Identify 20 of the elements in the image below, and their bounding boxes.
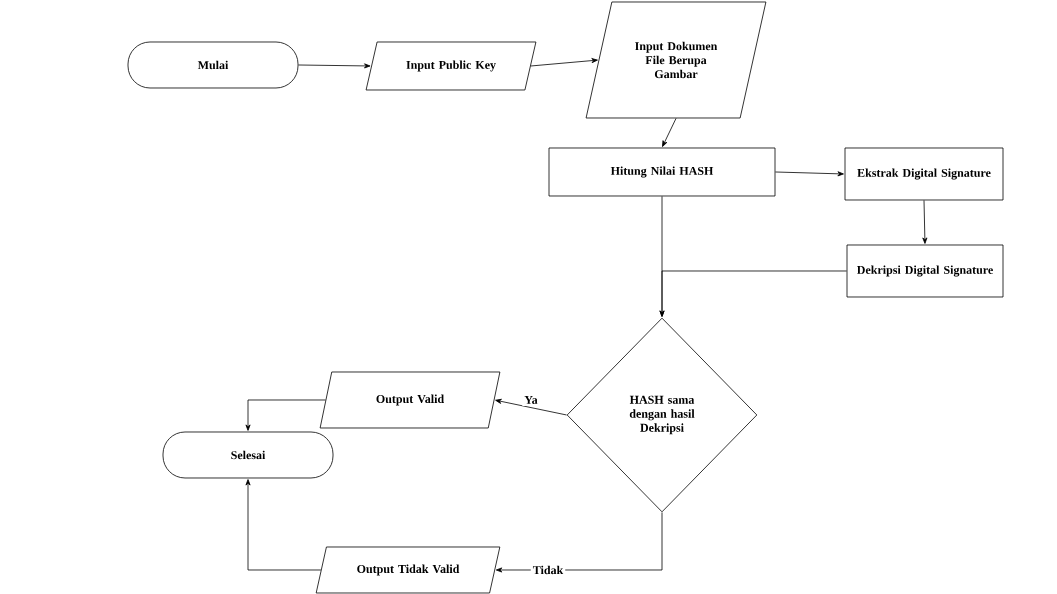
arrow — [922, 200, 928, 244]
edge-label: Tidak — [530, 563, 566, 577]
edge-label: Ya — [522, 394, 540, 406]
arrow — [298, 63, 371, 69]
input-output-parallelogram: Input Public Key — [365, 41, 537, 91]
terminator-box: Mulai — [127, 41, 299, 89]
input-output-parallelogram: Output Tidak Valid — [315, 546, 501, 594]
process-box: Hitung Nilai HASH — [548, 147, 776, 197]
arrow — [775, 171, 844, 177]
arrow — [530, 58, 598, 67]
input-output-parallelogram: Input Dokumen File Berupa Gambar — [585, 1, 767, 119]
process-box: Ekstrak Digital Signature — [844, 147, 1004, 201]
terminator-box: Selesai — [162, 431, 334, 479]
arrow — [495, 398, 567, 416]
arrow — [662, 118, 677, 147]
input-output-parallelogram: Output Valid — [319, 371, 501, 429]
arrow — [245, 479, 322, 571]
process-box: Dekripsi Digital Signature — [846, 244, 1004, 298]
arrow — [659, 270, 847, 317]
arrow — [245, 399, 326, 431]
